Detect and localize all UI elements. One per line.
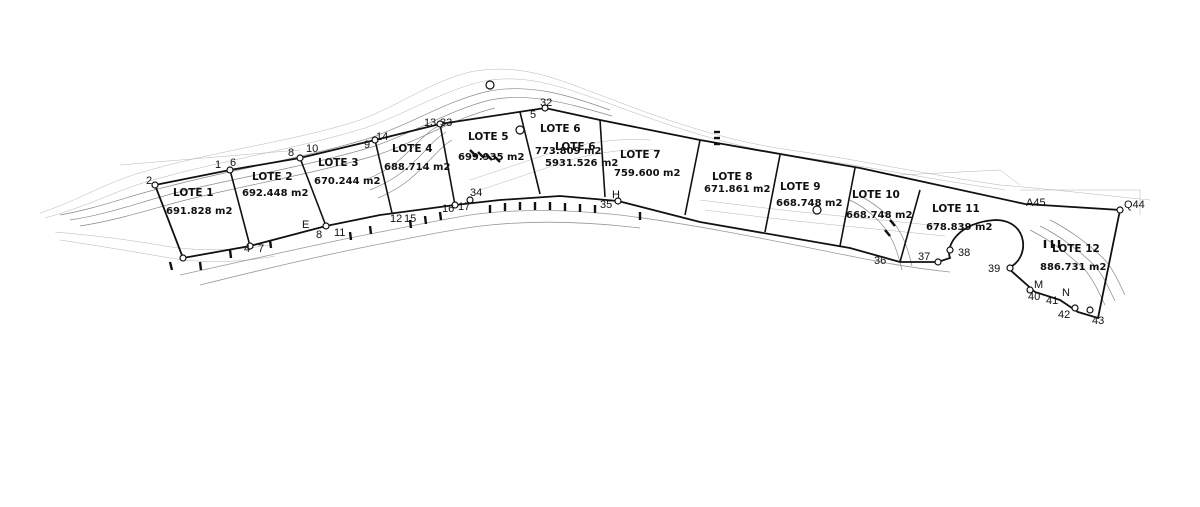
vertex-label: 15 (404, 213, 416, 225)
lot-3-area: 670.244 m2 (314, 176, 380, 187)
lot-2-name: LOTE 2 (252, 171, 293, 183)
vertex-label: 16 (442, 203, 454, 215)
lot-4-name: LOTE 4 (392, 143, 433, 155)
lot-1-name: LOTE 1 (173, 187, 214, 199)
slope-hatches (168, 130, 1061, 271)
lot-6a-name: LOTE 6 (540, 123, 581, 135)
vertex-label: 17 (458, 201, 470, 213)
vertex-label: 5 (530, 109, 536, 121)
lot-9-area: 668.748 m2 (776, 198, 842, 209)
vertex-label: 6 (230, 157, 236, 169)
lot-6a-area: 773.809 m2 (535, 146, 601, 157)
lot-10-name: LOTE 10 (852, 189, 900, 201)
vertex-label: 2 (146, 175, 152, 187)
vertex-label: N (1062, 287, 1070, 299)
vertex-labels: 2 1 6 8 10 9 14 13 33 32 5 E 4 7 8 11 12… (146, 97, 1145, 327)
vertex-label: 42 (1058, 309, 1070, 321)
lot-12-area: 886.731 m2 (1040, 262, 1106, 273)
lot-9-name: LOTE 9 (780, 181, 821, 193)
lot-11-name: LOTE 11 (932, 203, 980, 215)
vertex-label: 1 (215, 159, 221, 171)
lot-10-area: 668.748 m2 (846, 210, 912, 221)
vertex-label: 7 (258, 243, 264, 255)
vertex-label: 8 (316, 229, 322, 241)
subdivision-boundary (153, 107, 1122, 320)
lot-11-area: 678.839 m2 (926, 222, 992, 233)
vertex-label: 38 (958, 247, 970, 259)
vertex-label: 4 (244, 243, 250, 255)
lot-labels: LOTE 1 691.828 m2 LOTE 2 692.448 m2 LOTE… (166, 123, 1106, 273)
vertex-label: 41 (1046, 295, 1058, 307)
vertex-label: 11 (334, 227, 345, 239)
vertex-label: E (302, 219, 309, 231)
lot-5-name: LOTE 5 (468, 131, 509, 143)
road-edges (179, 210, 951, 286)
vertex-label: A45 (1026, 197, 1046, 209)
vertex-label: 8 (288, 147, 294, 159)
vertex-label: 40 (1028, 291, 1040, 303)
vertex-label: 39 (988, 263, 1000, 275)
vertex-label: 33 (440, 117, 452, 129)
lot-4-area: 688.714 m2 (384, 162, 450, 173)
lot-7-name: LOTE 7 (620, 149, 661, 161)
survey-markers (151, 80, 1124, 314)
lot-6b-area: 5931.526 m2 (545, 158, 618, 169)
lot-6b-name: LOTE 6 (555, 141, 596, 153)
lot-8-area: 671.861 m2 (704, 184, 770, 195)
vertex-label: 13 (424, 117, 436, 129)
vertex-label: 32 (540, 97, 552, 109)
vertex-label: 12 (390, 213, 402, 225)
vertex-label: M (1034, 279, 1043, 291)
lot-7-area: 759.600 m2 (614, 168, 680, 179)
vertex-label: 36 (874, 255, 886, 267)
vertex-label: 37 (918, 251, 930, 263)
lot-1-area: 691.828 m2 (166, 206, 232, 217)
lot-3-name: LOTE 3 (318, 157, 359, 169)
vertex-label: 14 (376, 131, 388, 143)
lot-5-area: 699.935 m2 (458, 152, 524, 163)
vertex-label: 43 (1092, 315, 1104, 327)
vertex-label: 34 (470, 187, 482, 199)
lot-12-name: LOTE 12 (1052, 243, 1100, 255)
vertex-label: 10 (306, 143, 318, 155)
vertex-label: H (612, 189, 620, 201)
vertex-label: 35 (600, 199, 612, 211)
vertex-label: Q44 (1124, 199, 1145, 211)
lot-2-area: 692.448 m2 (242, 188, 308, 199)
lot-dividers (229, 111, 921, 263)
vertex-label: 9 (364, 139, 370, 151)
lot-8-name: LOTE 8 (712, 171, 753, 183)
